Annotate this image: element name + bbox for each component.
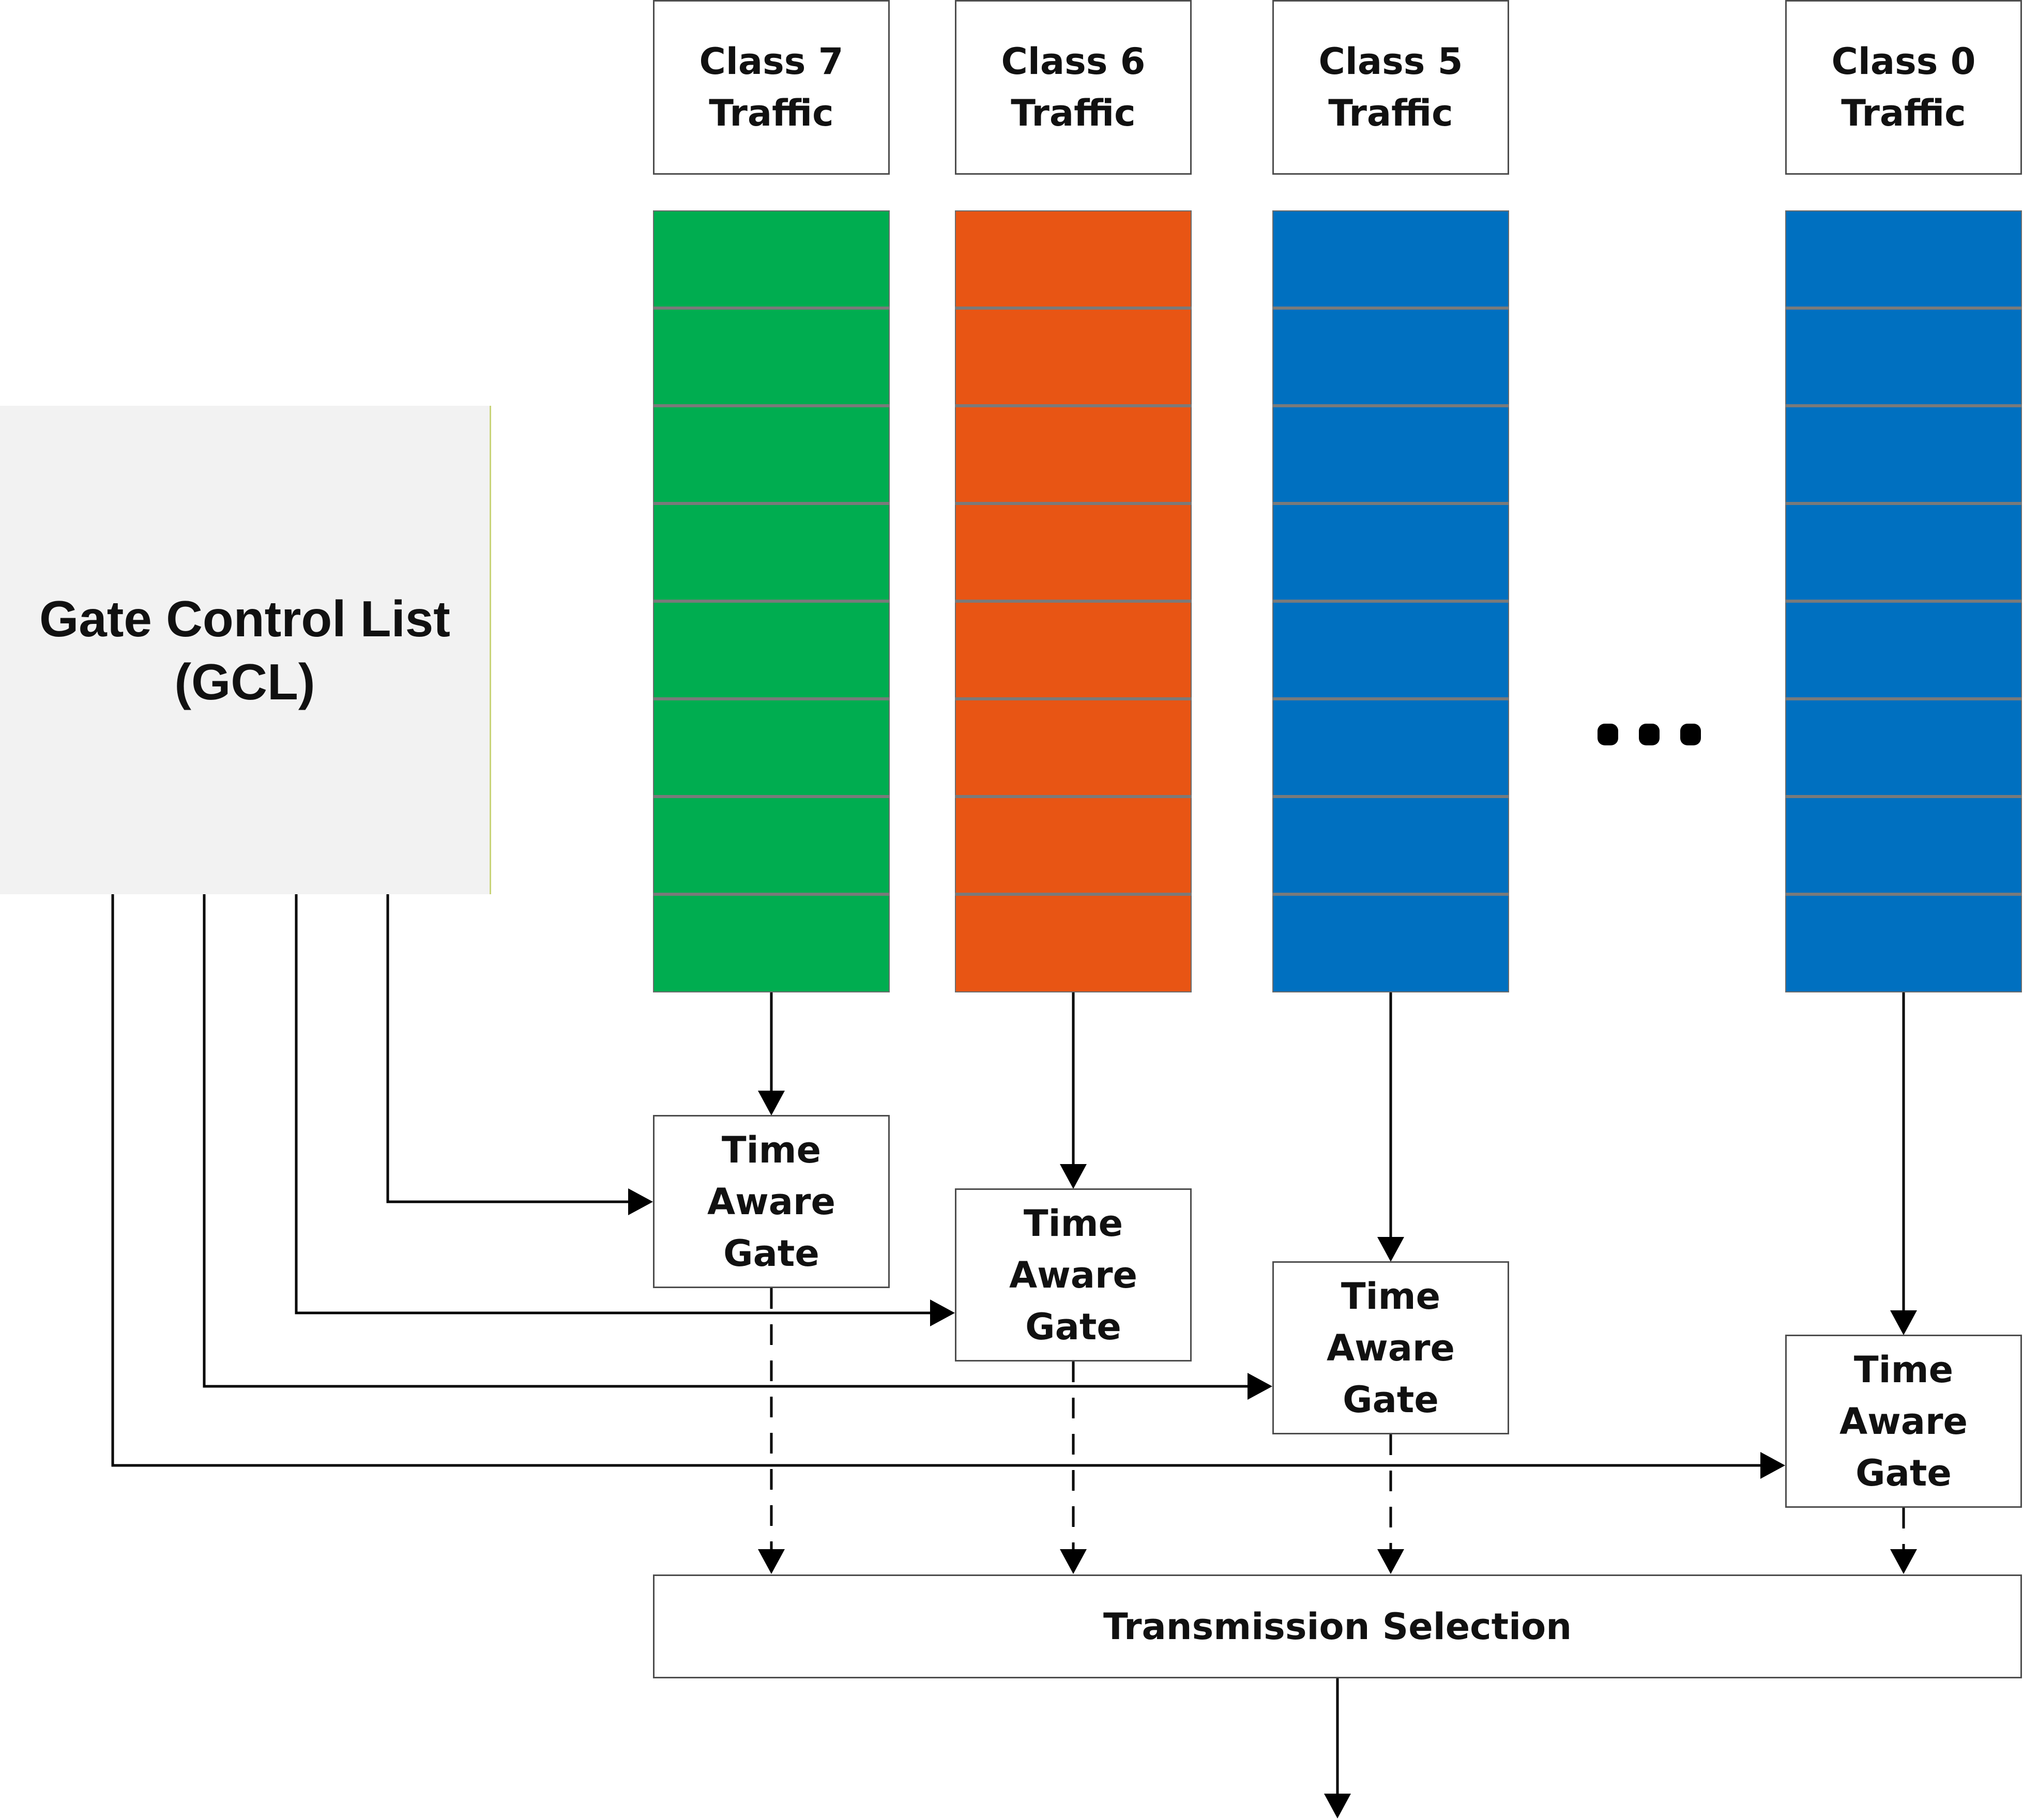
class-6-label: Class 6	[1001, 40, 1146, 83]
class-0-traffic-box: Class 0 Traffic	[1785, 0, 2022, 175]
class-7-traffic-box: Class 7 Traffic	[653, 0, 890, 175]
gcl-control-lines	[111, 894, 1760, 1467]
class-0-traffic-label: Traffic	[1841, 92, 1966, 134]
gate-label-gate: Gate	[1343, 1378, 1439, 1421]
class-7-time-aware-gate: Time Aware Gate	[653, 1115, 890, 1288]
gate-to-selection-arrowheads	[758, 1549, 1917, 1574]
class-0-time-aware-gate: Time Aware Gate	[1785, 1335, 2022, 1508]
class-6-traffic-box: Class 6 Traffic	[955, 0, 1192, 175]
class-5-traffic-label: Traffic	[1328, 92, 1453, 134]
gate-label-aware: Aware	[1009, 1253, 1138, 1296]
transmission-selection-label: Transmission Selection	[1103, 1605, 1572, 1648]
gate-label-gate: Gate	[1025, 1305, 1121, 1348]
class-5-label: Class 5	[1318, 40, 1463, 83]
ellipsis-dots	[1598, 724, 1701, 745]
gate-label-aware: Aware	[1326, 1326, 1455, 1369]
class-6-time-aware-gate: Time Aware Gate	[955, 1188, 1192, 1362]
gcl-title: Gate Control List	[39, 590, 450, 647]
queue-slot-dividers	[653, 307, 2022, 896]
output-arrowhead	[1324, 1794, 1351, 1818]
gate-to-selection-dashed-lines	[770, 1288, 1905, 1549]
queue-to-gate-arrowheads	[758, 1091, 1917, 1335]
gate-label-gate: Gate	[1855, 1451, 1952, 1494]
gate-label-aware: Aware	[1839, 1400, 1968, 1443]
class-6-traffic-label: Traffic	[1011, 92, 1136, 134]
gcl-abbreviation: (GCL)	[174, 653, 315, 710]
gate-label-time: Time	[721, 1128, 822, 1171]
class-0-label: Class 0	[1831, 40, 1976, 83]
gate-label-time: Time	[1023, 1202, 1123, 1245]
gate-control-list-box: Gate Control List (GCL)	[0, 406, 491, 894]
gcl-control-arrowheads	[628, 1188, 1785, 1479]
gate-label-time: Time	[1341, 1275, 1441, 1318]
class-5-time-aware-gate: Time Aware Gate	[1272, 1261, 1509, 1434]
gate-label-time: Time	[1853, 1348, 1954, 1391]
class-5-traffic-box: Class 5 Traffic	[1272, 0, 1509, 175]
gate-label-aware: Aware	[707, 1180, 836, 1223]
gate-label-gate: Gate	[723, 1232, 819, 1275]
queue-to-gate-arrows	[770, 992, 1905, 1310]
transmission-selection-box: Transmission Selection	[653, 1574, 2022, 1678]
class-7-label: Class 7	[699, 40, 844, 83]
class-7-traffic-label: Traffic	[709, 92, 834, 134]
